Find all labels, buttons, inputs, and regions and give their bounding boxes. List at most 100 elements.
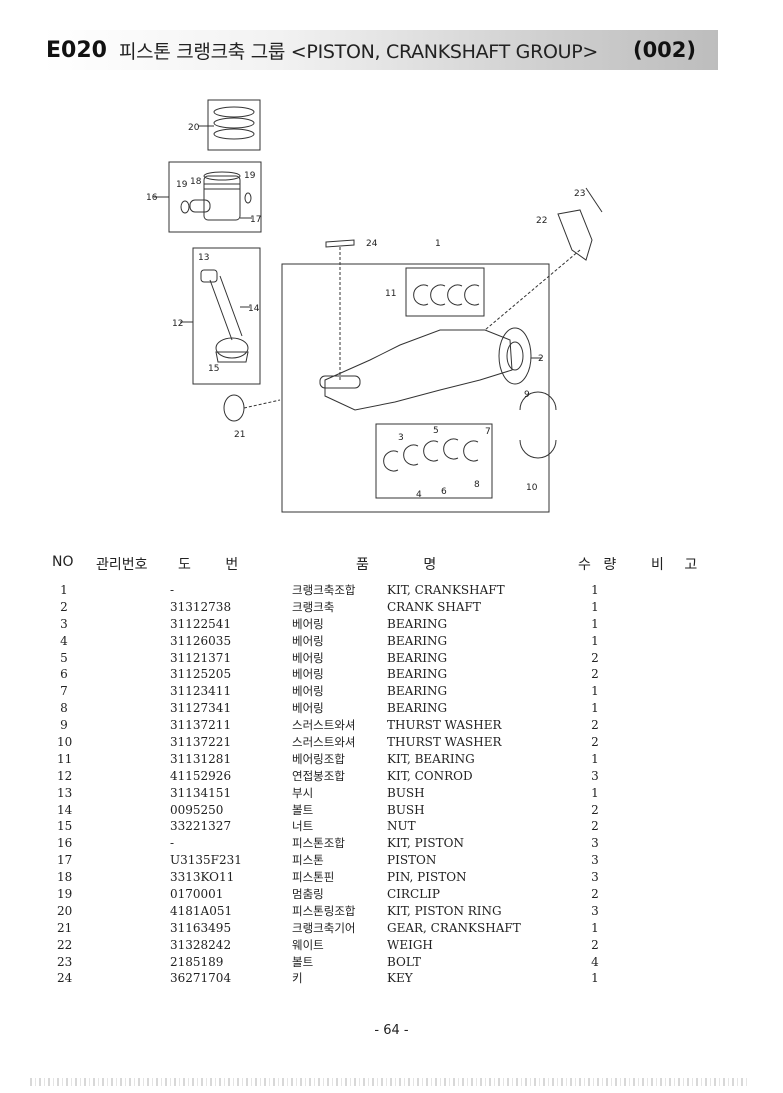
part-number: 31126035 [170,633,232,648]
part-number: 36271704 [170,971,232,986]
row-number: 15 [57,819,73,834]
quantity: 2 [591,735,599,750]
quantity: 3 [591,836,599,851]
piston-ring-box [207,99,261,151]
row-number: 11 [57,751,73,766]
part-number: 33221327 [170,819,232,834]
english-name: CIRCLIP [387,887,440,902]
row-number: 19 [57,887,73,902]
korean-name: 스러스트와셔 [292,735,356,750]
quantity: 1 [591,616,599,631]
row-number: 10 [57,735,73,750]
callout-label: 1 [435,239,441,249]
group-code: E020 [46,37,107,63]
callout-label: 19 [176,180,188,190]
korean-name: 베어링 [292,701,324,716]
quantity: 1 [591,599,599,614]
korean-name: 크랭크축조합 [292,583,356,597]
part-number: 31137221 [170,735,232,750]
callout-label: 12 [172,319,183,329]
part-number: - [170,836,175,851]
korean-name: 크랭크축기어 [292,920,356,935]
part-number: 0170001 [170,887,224,902]
quantity: 1 [591,583,599,597]
header-no: NO [52,554,74,570]
korean-name: 피스톤 [292,853,324,868]
diagram-callouts: 20 19 18 19 16 17 13 14 12 15 21 24 1 11… [146,123,585,500]
row-number: 20 [57,903,73,918]
korean-name: 피스톤핀 [292,870,335,885]
english-name: KEY [387,971,413,986]
english-name: KIT, CONROD [387,768,473,783]
english-name: PIN, PISTON [387,870,467,885]
quantity: 2 [591,667,599,682]
english-name: BUSH [387,802,425,817]
callout-label: 21 [234,430,245,440]
callout-label: 6 [441,487,447,497]
crankshaft-frame [281,263,550,513]
part-number: 0095250 [170,802,224,817]
row-number: 8 [60,701,68,716]
part-number: 31328242 [170,937,232,952]
part-number: 41152926 [170,768,232,783]
english-name: GEAR, CRANKSHAFT [387,920,521,935]
quantity: 1 [591,701,599,716]
quantity: 1 [591,920,599,935]
korean-name: 너트 [292,819,314,834]
quantity: 3 [591,768,599,783]
quantity: 3 [591,903,599,918]
english-name: BEARING [387,616,448,631]
english-name: PISTON [387,853,437,868]
callout-label: 8 [474,480,480,490]
row-number: 13 [57,785,73,800]
callout-label: 23 [574,189,585,199]
english-name: BOLT [387,954,421,969]
callout-label: 4 [416,490,422,500]
page-number: - 64 - [374,1023,409,1038]
english-name: BEARING [387,633,448,648]
callout-label: 10 [526,483,538,493]
callout-label: 19 [244,171,256,181]
row-number: 1 [60,583,68,597]
english-name: KIT, BEARING [387,751,475,766]
header-management-number: 관리번호 [96,557,148,573]
row-number: 24 [57,971,73,986]
english-name: BUSH [387,785,425,800]
part-number: 31122541 [170,616,232,631]
quantity: 1 [591,684,599,699]
english-name: BEARING [387,650,448,665]
callout-label: 7 [485,427,491,437]
english-name: KIT, PISTON [387,836,464,851]
quantity: 2 [591,650,599,665]
part-number: - [170,583,175,597]
korean-name: 키 [292,971,303,986]
english-name: WEIGH [387,937,433,952]
korean-name: 크랭크축 [292,599,335,614]
callout-label: 22 [536,216,547,226]
quantity: 1 [591,633,599,648]
callout-label: 11 [385,289,396,299]
quantity: 2 [591,802,599,817]
row-number: 22 [57,937,73,952]
row-number: 3 [60,616,68,631]
english-name: CRANK SHAFT [387,599,481,614]
row-number: 21 [57,920,73,935]
part-number: 31125205 [170,667,232,682]
quantity: 3 [591,853,599,868]
callout-label: 9 [524,390,530,400]
korean-name: 볼트 [292,802,314,817]
